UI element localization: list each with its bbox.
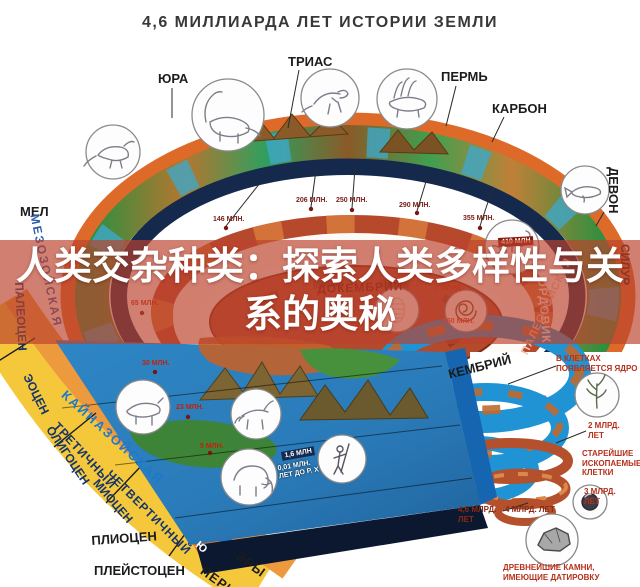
slab-side-blue-right bbox=[445, 348, 497, 505]
annotation-oldest-rocks: ДРЕВНЕЙШИЕ КАМНИ, ИМЕЮЩИЕ ДАТИРОВКУ bbox=[503, 563, 600, 582]
poster-title: 4,6 МИЛЛИАРДА ЛЕТ ИСТОРИИ ЗЕМЛИ bbox=[141, 14, 499, 31]
fish-icon bbox=[563, 185, 602, 203]
mark-206: 206 МЛН. bbox=[296, 197, 328, 204]
annotation-nucleus: В КЛЕТКАХ ПОЯВЛЯЕТСЯ ЯДРО bbox=[556, 354, 638, 373]
period-karbon: КАРБОН bbox=[492, 101, 547, 116]
horse-icon bbox=[234, 400, 274, 430]
headline-line2: 系的奥秘 bbox=[243, 294, 396, 336]
headline-overlay: 人类交杂种类：探索人类多样性与关 系的奥秘 bbox=[0, 240, 640, 344]
annotation-4bln: 4 МЛРД. ЛЕТ bbox=[505, 505, 555, 514]
mark-146: 146 МЛН. bbox=[213, 216, 245, 223]
mark-290: 290 МЛН. bbox=[399, 202, 431, 209]
headline-line1: 人类交杂种类：探索人类多样性与关 bbox=[15, 246, 624, 289]
theropod-icon bbox=[301, 89, 349, 115]
dimetrodon-icon bbox=[388, 77, 427, 118]
mark-30: 30 МЛН. bbox=[142, 360, 170, 367]
mark-23: 23 МЛН. bbox=[176, 404, 204, 411]
period-trias: ТРИАС bbox=[288, 54, 333, 69]
sauropod-icon bbox=[204, 91, 261, 144]
human-icon bbox=[333, 443, 350, 475]
mammoth-icon bbox=[233, 465, 274, 497]
mark-355: 355 МЛН. bbox=[463, 215, 495, 222]
mark-5: 5 МЛН. bbox=[200, 443, 224, 450]
raptor-icon bbox=[83, 140, 135, 169]
leader-lines bbox=[171, 69, 605, 512]
period-devon: ДЕВОН bbox=[606, 167, 621, 214]
period-perm: ПЕРМЬ bbox=[441, 69, 488, 84]
period-mel: МЕЛ bbox=[20, 204, 49, 219]
rock-icon bbox=[537, 527, 571, 552]
rhino-icon bbox=[126, 397, 164, 426]
annotation-3bln: 3 МЛРД. ЛЕТ bbox=[584, 487, 616, 506]
annotation-4-6bln: 4,6 МЛРД. ЛЕТ bbox=[458, 505, 497, 524]
plant-icon bbox=[586, 374, 607, 409]
annotation-oldest-cells: СТАРЕЙШИЕ ИСКОПАЕМЫЕ КЛЕТКИ bbox=[582, 449, 640, 478]
ring-mountains-2 bbox=[378, 129, 450, 155]
cell-icon bbox=[581, 493, 599, 511]
period-yura: ЮРА bbox=[158, 71, 189, 86]
annotation-2bln: 2 МЛРД. ЛЕТ bbox=[588, 421, 620, 440]
mark-250: 250 МЛН. bbox=[336, 197, 368, 204]
epoch-pleystotsen: ПЛЕЙСТОЦЕН bbox=[94, 563, 185, 578]
slab-front-face bbox=[196, 505, 488, 574]
